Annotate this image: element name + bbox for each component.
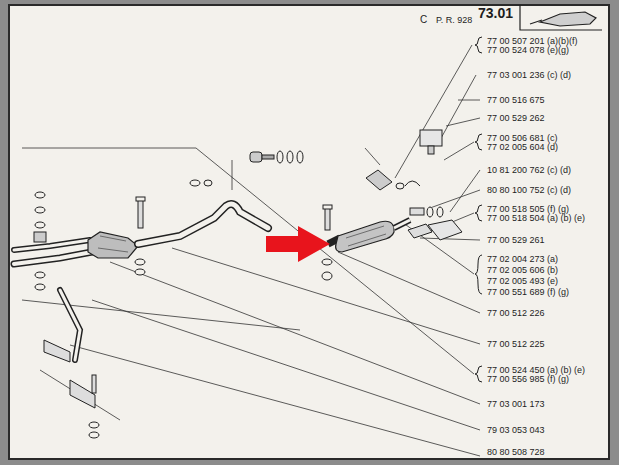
- front-pipes: [14, 240, 92, 360]
- part-number: 77 00 512 225: [487, 340, 545, 349]
- part-number: 77 00 516 675: [487, 96, 545, 105]
- part-number: 77 00 512 226: [487, 309, 545, 318]
- part-number: 77 02 005 606 (b): [487, 266, 558, 275]
- part-number: 77 00 529 262: [487, 114, 545, 123]
- part-number: 77 00 506 681 (c): [487, 134, 558, 143]
- fasteners: [34, 130, 462, 438]
- part-number: 77 00 524 078 (e)(g): [487, 46, 569, 55]
- part-number: 77 00 518 504 (a) (b) (e): [487, 214, 585, 223]
- part-number: 77 02 004 273 (a): [487, 255, 558, 264]
- catalyst: [88, 232, 138, 258]
- page-header: C: [420, 15, 427, 25]
- part-number: 77 00 518 505 (f) (g): [487, 205, 569, 214]
- catalyst-shading: [98, 236, 128, 252]
- part-number: 10 81 200 762 (c) (d): [487, 166, 571, 175]
- part-number: 77 03 001 173: [487, 400, 545, 409]
- part-number: 77 02 005 604 (d): [487, 143, 558, 152]
- part-number: 80 80 508 728: [487, 448, 545, 457]
- leader-lines: [22, 45, 480, 456]
- rear-silencer: [328, 220, 410, 252]
- part-number: 80 80 100 752 (c) (d): [487, 186, 571, 195]
- part-number: 77 00 556 985 (f) (g): [487, 375, 569, 384]
- intermediate-pipe: [138, 204, 268, 244]
- page-header: 73.01: [478, 6, 513, 20]
- part-number: 79 03 053 043: [487, 426, 545, 435]
- page-header: P. R. 928: [436, 16, 472, 25]
- part-number: 77 03 001 236 (c) (d): [487, 71, 571, 80]
- braces: [475, 37, 482, 382]
- part-number: 77 02 005 493 (e): [487, 277, 558, 286]
- page: [9, 5, 609, 459]
- pointer-arrow: [266, 226, 330, 262]
- part-number: 77 00 551 689 (f) (g): [487, 288, 569, 297]
- part-number: 77 00 524 450 (a) (b) (e): [487, 366, 585, 375]
- thumbnail: [520, 5, 602, 30]
- part-number: 77 00 529 261: [487, 236, 545, 245]
- part-number: 77 00 507 201 (a)(b)(f): [487, 37, 578, 46]
